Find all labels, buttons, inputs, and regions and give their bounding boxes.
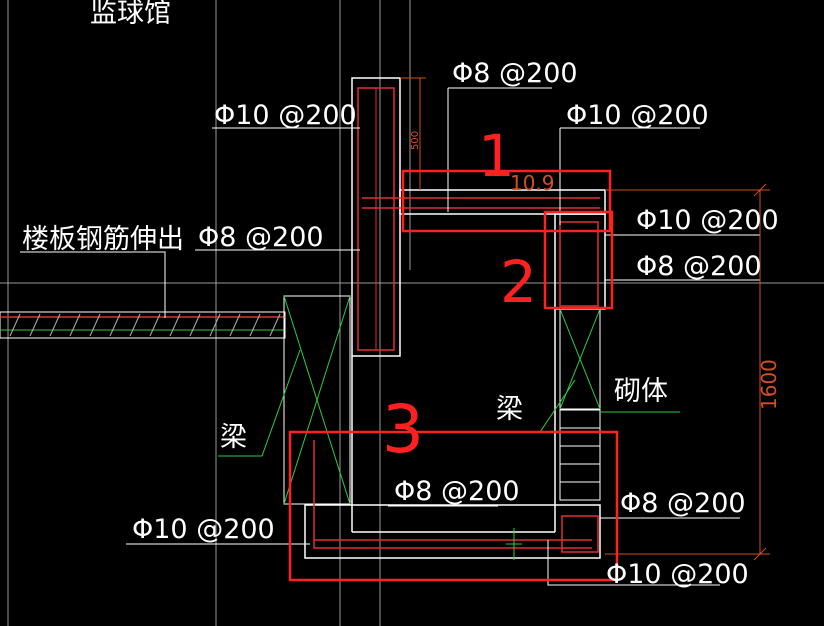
- rebar-label-phi8-bottom-right: Φ8 @200: [620, 488, 746, 519]
- top-ledge: [362, 189, 606, 215]
- rebar-label-phi10-bottom-left: Φ10 @200: [132, 514, 275, 545]
- rebar-label-phi10-bottom-right: Φ10 @200: [606, 559, 749, 590]
- rebar-label-phi8-slab: Φ8 @200: [198, 222, 324, 253]
- masonry-label: 砌体: [614, 376, 668, 407]
- markup-boxes: [288, 169, 619, 582]
- rebar-label-phi10-left: Φ10 @200: [214, 100, 357, 131]
- markup-number-one: 1: [478, 122, 515, 190]
- markup-number-three: 3: [382, 391, 424, 468]
- dimension-1600: [400, 77, 770, 561]
- slab-rebar-label: 楼板钢筋伸出: [22, 224, 184, 255]
- top-title: 监球馆: [90, 0, 171, 29]
- dimension-height-label: 1600: [757, 359, 781, 410]
- left-beam: [283, 295, 351, 505]
- rebar-label-phi10-right: Φ10 @200: [566, 100, 709, 131]
- beam-label-center: 梁: [496, 394, 523, 425]
- markup-box-3: [288, 430, 619, 582]
- inner-chamber: [351, 309, 556, 533]
- rebar-label-phi8-r2: Φ8 @200: [636, 251, 762, 282]
- dimension-offset-label: 500: [410, 131, 421, 150]
- beam-leaders: [218, 349, 680, 457]
- markup-box-2: [543, 210, 614, 310]
- masonry-block: [559, 308, 601, 501]
- rebar-label-phi8-top: Φ8 @200: [452, 58, 578, 89]
- beam-label-left: 梁: [220, 422, 247, 453]
- upper-wall: [351, 77, 401, 357]
- leader-lines: [20, 87, 760, 586]
- rebar-label-phi10-r2: Φ10 @200: [636, 205, 779, 236]
- markup-box-1: [401, 169, 612, 233]
- rebar-label-phi8-bottom-center: Φ8 @200: [394, 476, 520, 507]
- bottom-slab: [304, 440, 601, 560]
- dimension-small-value: 10.9: [510, 171, 555, 195]
- markup-number-two: 2: [500, 248, 537, 316]
- floor-slab: [0, 311, 286, 339]
- right-column: [554, 213, 606, 310]
